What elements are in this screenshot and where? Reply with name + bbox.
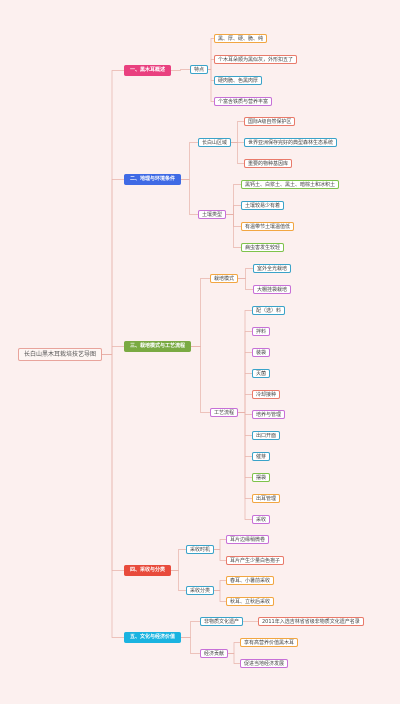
- leaf-node[interactable]: 世界亚洲保存完好的典型森林生态系统: [244, 138, 338, 147]
- leaf-node[interactable]: 冷却接种: [252, 390, 281, 399]
- leaf-node[interactable]: 有温带节土壤温值低: [241, 222, 295, 231]
- leaf-node[interactable]: 催芽: [252, 452, 271, 461]
- leaf-node[interactable]: 黑钙土、白浆土、黑土、暗棕土和冰积土: [241, 180, 340, 189]
- connector-line: [228, 653, 240, 664]
- connector-line: [238, 412, 252, 520]
- connector-line: [228, 642, 240, 654]
- subtopic-node[interactable]: 经济贡献: [200, 649, 229, 658]
- branch-node-3[interactable]: 三、栽培模式与工艺流程: [124, 341, 192, 352]
- subtopic-node[interactable]: 工艺流程: [210, 408, 239, 417]
- leaf-node[interactable]: 秋耳、立秋后采收: [226, 597, 275, 606]
- leaf-node[interactable]: 培养与管理: [252, 410, 286, 419]
- connector-line: [214, 580, 226, 591]
- subtopic-node[interactable]: 栽培模式: [210, 274, 239, 283]
- connector-line: [238, 268, 253, 279]
- connector-line: [171, 549, 186, 571]
- connector-line: [214, 539, 226, 550]
- connector-line: [181, 621, 200, 638]
- subtopic-node[interactable]: 长白山区域: [198, 138, 232, 147]
- leaf-node[interactable]: 硬肉脆、色黑肉厚: [214, 76, 263, 85]
- leaf-node[interactable]: 出口开面: [252, 431, 281, 440]
- leaf-node[interactable]: 配（选）料: [252, 306, 286, 315]
- connector-line: [231, 121, 244, 143]
- leaf-node[interactable]: 享有高营养价值黑木耳: [240, 638, 299, 647]
- connector-line: [226, 205, 241, 215]
- branch-node-4[interactable]: 四、采收与分类: [124, 565, 172, 576]
- connector-line: [181, 637, 200, 654]
- leaf-node[interactable]: 春耳、小暑前采收: [226, 576, 275, 585]
- leaf-node[interactable]: 国际A级自然保护区: [244, 117, 296, 126]
- leaf-node[interactable]: 土壤较易少有着: [241, 201, 285, 210]
- branch-node-5[interactable]: 五、文化与经济价值: [124, 632, 182, 643]
- leaf-node[interactable]: 耳片产生少量白色孢子: [226, 556, 285, 565]
- leaf-node[interactable]: 出耳管理: [252, 494, 281, 503]
- subtopic-node[interactable]: 土壤类型: [198, 210, 227, 219]
- leaf-node[interactable]: 摆袋: [252, 473, 271, 482]
- connector-line: [191, 346, 210, 413]
- leaf-node[interactable]: 病虫害发生较轻: [241, 243, 285, 252]
- branch-node-2[interactable]: 二、地理与环境条件: [124, 174, 182, 185]
- connector-line: [181, 179, 198, 215]
- branch-node-1[interactable]: 一、黑木耳概述: [124, 65, 172, 76]
- connector-line: [181, 142, 198, 180]
- connector-line: [171, 69, 190, 71]
- leaf-node[interactable]: 灭菌: [252, 369, 271, 378]
- connector-line: [102, 179, 124, 355]
- connector-line: [231, 142, 244, 164]
- leaf-node[interactable]: 个木耳朵顺为黑似灰，外形扣五了: [214, 55, 298, 64]
- leaf-node[interactable]: 拌料: [252, 327, 271, 336]
- connector-line: [191, 278, 210, 347]
- subtopic-node[interactable]: 采收分类: [186, 586, 215, 595]
- connector-line: [238, 278, 253, 290]
- connector-line: [238, 394, 252, 413]
- leaf-node[interactable]: 重要的物种基因库: [244, 159, 293, 168]
- leaf-node[interactable]: 个富含铁质与营养丰富: [214, 97, 273, 106]
- leaf-node[interactable]: 耳片边缘稍微卷: [226, 535, 270, 544]
- connector-line: [226, 214, 241, 248]
- connector-line: [208, 69, 214, 102]
- subtopic-node[interactable]: 特点: [190, 65, 209, 74]
- subtopic-node[interactable]: 采收时机: [186, 545, 215, 554]
- leaf-node[interactable]: 黑、厚、硬、脆、纯: [214, 34, 268, 43]
- connector-line: [171, 570, 186, 591]
- connector-line: [214, 590, 226, 602]
- leaf-node[interactable]: 大棚挂袋栽培: [253, 285, 292, 294]
- leaf-node[interactable]: 2011年入选吉林省省级非物质文化遗产名录: [258, 617, 364, 626]
- leaf-node[interactable]: 装袋: [252, 348, 271, 357]
- connector-line: [214, 549, 226, 561]
- connector-line: [102, 346, 124, 355]
- subtopic-node[interactable]: 非物质文化遗产: [200, 617, 244, 626]
- connector-line: [102, 354, 124, 638]
- leaf-node[interactable]: 促进当地经济发展: [240, 659, 289, 668]
- connector-line: [102, 70, 124, 355]
- connector-line: [102, 354, 124, 571]
- leaf-node[interactable]: 室外全光栽培: [253, 264, 292, 273]
- leaf-node[interactable]: 采收: [252, 515, 271, 524]
- root-node[interactable]: 长白山黑木耳栽培技艺导图: [18, 348, 103, 361]
